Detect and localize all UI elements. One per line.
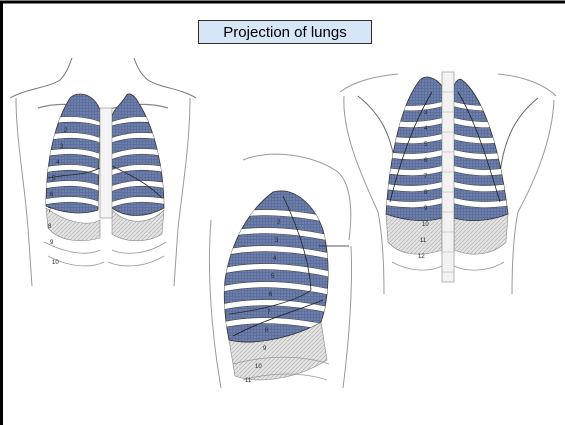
slide-title: Projection of lungs [198,20,372,44]
rib-number-label: 10 [255,364,262,370]
rib-number-label: 10 [422,222,429,228]
posterior-spine [442,72,454,282]
anterior-sternum [100,108,112,218]
lateral-lung [213,191,349,342]
anterior-lung-projection-figure: 2 3 4 5 6 7 8 9 10 [8,58,198,286]
anterior-lower-ribs [44,242,166,266]
rib-number-label: 9 [50,240,54,246]
rib-number-label: 11 [420,238,427,244]
rib-number-label: 12 [418,254,425,260]
rib-number-label: 10 [52,260,59,266]
posterior-lung-projection-figure: 3 4 5 6 7 8 9 10 11 12 [338,62,558,294]
rib-number-label: 11 [245,378,252,384]
lateral-lung-projection-figure: 2 3 4 5 6 7 8 9 10 11 [203,150,359,390]
